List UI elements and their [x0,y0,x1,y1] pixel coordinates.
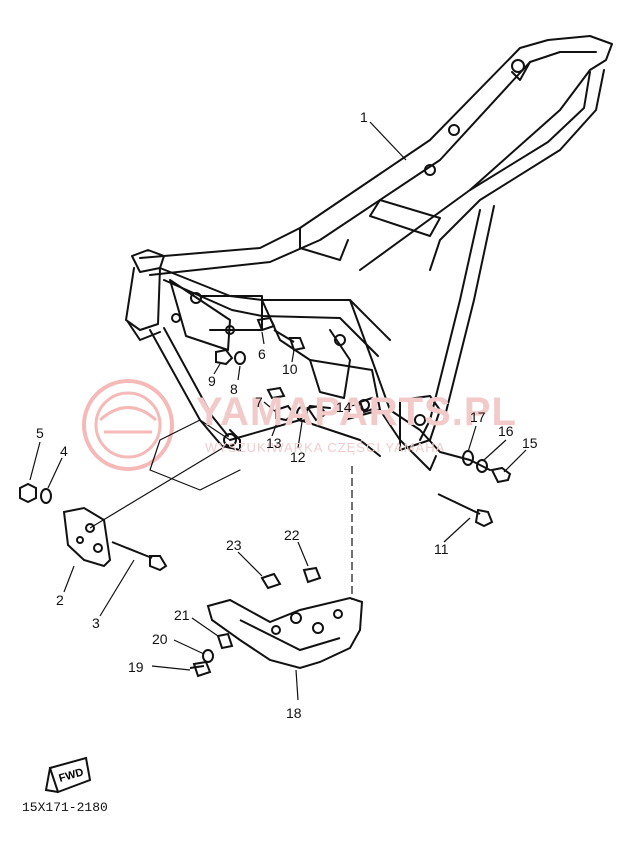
callout-11: 11 [434,541,449,557]
callout-12: 12 [290,449,306,465]
callout-13: 13 [266,435,282,451]
callout-2: 2 [56,592,64,608]
callout-16: 16 [498,423,514,439]
callout-10: 10 [282,361,298,377]
callout-7: 7 [255,394,263,410]
diagram-code: 15X171-2180 [22,800,108,815]
callout-8: 8 [230,381,238,397]
callout-15: 15 [522,435,538,451]
callout-1: 1 [360,109,368,125]
callout-21: 21 [174,607,190,623]
callout-19: 19 [128,659,144,675]
watermark-logo [82,379,174,471]
leader-lines [29,121,527,701]
callout-22: 22 [284,527,300,543]
watermark-subtext: WYSZUKIWARKA CZĘŚCI YAMAHA [205,440,446,455]
callout-18: 18 [286,705,302,721]
skid-plate-part-18 [206,466,364,670]
callout-20: 20 [152,631,168,647]
frame-drawing [125,35,613,491]
callout-9: 9 [208,373,216,389]
callout-6: 6 [258,346,266,362]
bracket-part-2 [62,445,227,568]
fasteners [19,316,512,678]
fwd-arrow-icon: FWD [44,756,92,794]
fwd-label: FWD [58,766,85,784]
callout-17: 17 [470,409,486,425]
callout-14: 14 [336,399,352,415]
callout-23: 23 [226,537,242,553]
callout-3: 3 [92,615,100,631]
callout-4: 4 [60,443,68,459]
watermark-text: YAMAPARTS.PL [196,390,517,434]
callout-5: 5 [36,425,44,441]
